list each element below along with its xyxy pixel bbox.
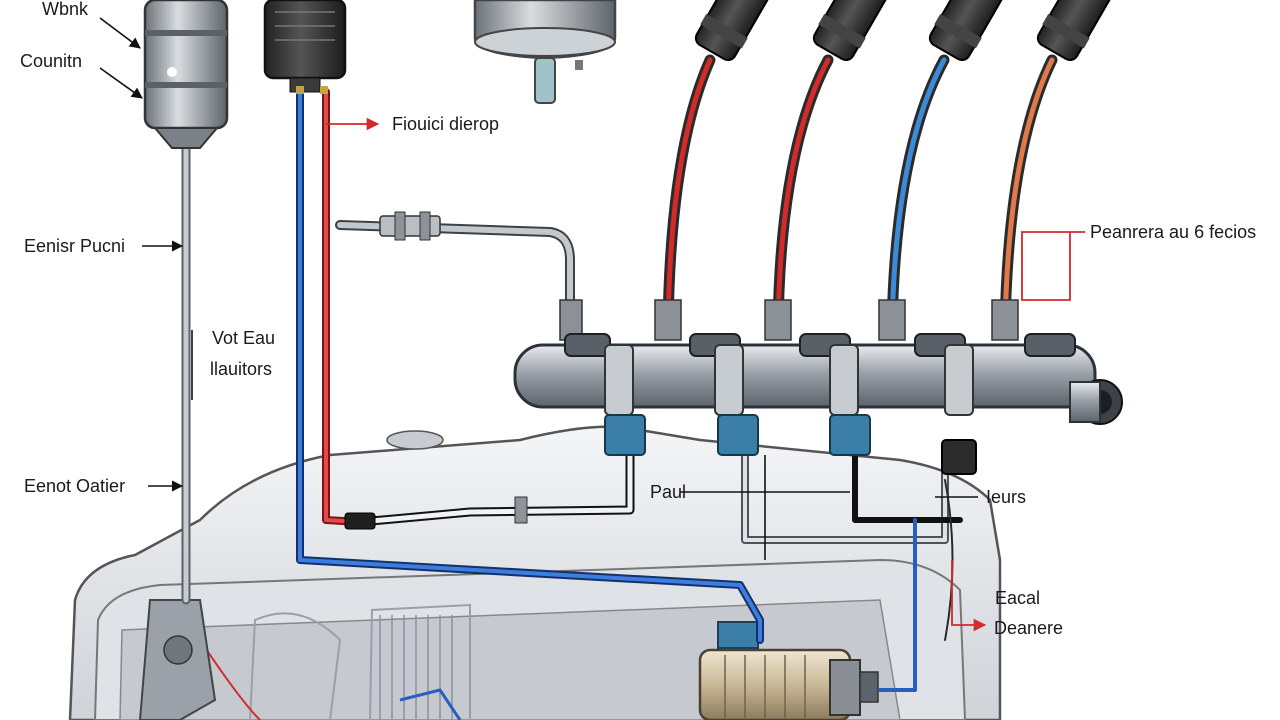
label-feed-drop: Fiouici dierop [392,114,500,134]
callout-arrows-red [326,117,1085,632]
fuel-lines [181,86,963,692]
label-right-top: Peanrera au 6 fecios [1090,222,1257,242]
label-left-mid: Eenisr Pucni [24,236,126,256]
label-counter: Counitn [20,51,83,71]
pressure-regulator [263,0,347,94]
label-top-left: Wbnk [42,0,89,19]
label-right-mid: Ieurs [986,487,1027,507]
label-right-low1: Eacal [995,588,1041,608]
label-left-lower: Eenot Oatier [24,476,126,496]
label-right-low2: Deanere [994,618,1064,638]
label-vot-line2: llauitors [210,359,273,379]
fuel-rail [513,333,1123,425]
fuel-filter-left [143,0,229,149]
callout-arrows [99,17,978,560]
fuel-pump-module [698,621,879,720]
canister-filter [473,0,617,104]
injector-connectors [604,414,977,475]
label-center-low: Paul [650,482,687,502]
fuel-injectors [559,0,1117,341]
label-vot-line1: Vot Eau [212,328,276,348]
injector-hoses [662,54,1058,336]
